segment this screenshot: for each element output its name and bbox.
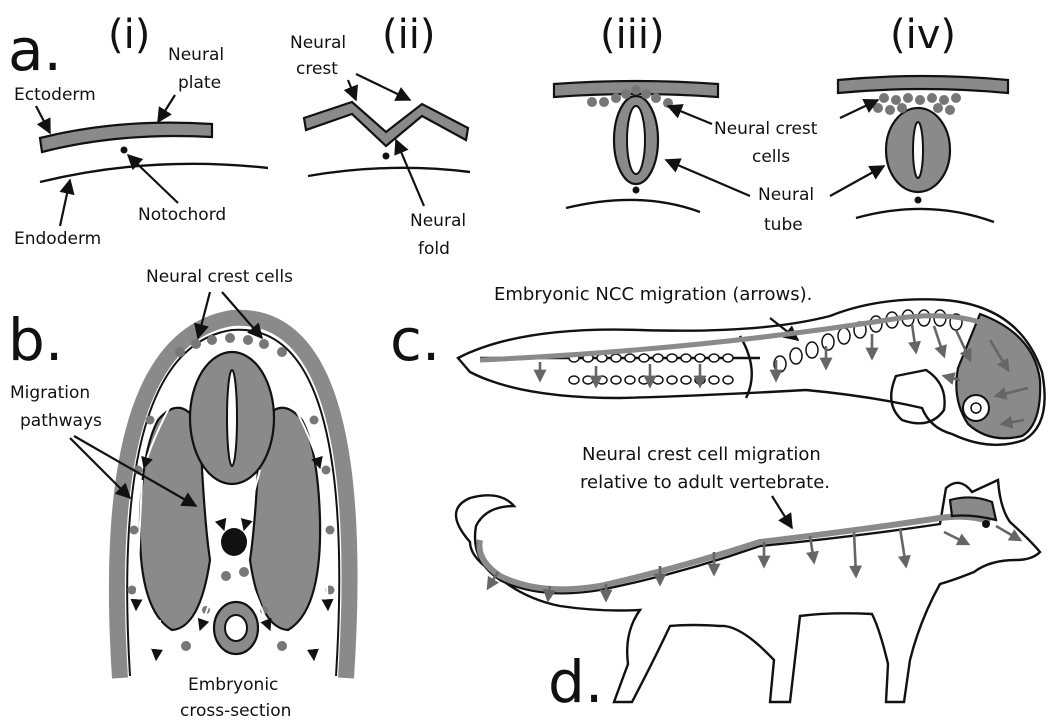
fox-eye [982, 520, 990, 528]
endoderm-label: Endoderm [14, 229, 101, 249]
neural-crest-arrow-left [348, 80, 356, 100]
neural-plate-label-1: Neural [168, 45, 224, 65]
notochord-arrow [128, 155, 178, 203]
neural-tube-label-2: tube [764, 215, 803, 235]
ectoderm-arrow [36, 106, 50, 133]
stage-iv: (iv) [838, 12, 1008, 222]
neural-fold-shape [304, 102, 468, 146]
embryo-segment-line [740, 336, 752, 398]
neural-tube-arrow-left [666, 160, 750, 196]
stage-ii: (ii) Neural crest Neural fold [290, 12, 470, 259]
ectoderm-label: Ectoderm [14, 85, 96, 105]
notochord-label: Notochord [138, 205, 226, 225]
fox-head-gray [950, 497, 996, 520]
b-neural-crest-cells-label: Neural crest cells [146, 267, 293, 287]
migration-pathways-label-2: pathways [20, 411, 102, 431]
embryo-heart [891, 370, 944, 423]
migration-arrow-10 [310, 620, 314, 660]
neural-tube-lumen-b [227, 370, 237, 466]
notochord-dot-iv [915, 197, 922, 204]
notochord-dot [121, 147, 128, 154]
stage-iii: (iii) [554, 12, 718, 212]
panel-a-letter: a. [8, 16, 62, 84]
neural-crest-cells-arrow-left [668, 106, 712, 124]
neural-crest-cells-label-2: cells [752, 147, 790, 167]
panel-c: c. Embryonic NCC migration (arrows). [390, 284, 1045, 445]
neural-crest-label-2: crest [296, 59, 338, 79]
panel-d: d. Neural crest cell migration relative … [456, 444, 1040, 716]
embryonic-cross-section-label-2: cross-section [180, 701, 291, 721]
endoderm-line-ii [308, 168, 470, 176]
neural-crest-arrow-right [356, 74, 410, 100]
stage-iv-label: (iv) [890, 12, 956, 58]
neural-crest-cells-arrow-right [840, 100, 878, 118]
neural-plate-label-2: plate [178, 73, 221, 93]
panel-c-caption: Embryonic NCC migration (arrows). [494, 284, 812, 305]
migration-pathways-label-1: Migration [10, 383, 90, 403]
migration-arrow-4 [322, 480, 328, 610]
migration-arrow-9 [156, 620, 160, 660]
notochord-b [221, 528, 247, 556]
neural-fold-label-2: fold [418, 239, 450, 259]
panel-d-caption-arrow [772, 496, 792, 528]
panel-d-caption-2: relative to adult vertebrate. [580, 472, 830, 493]
ectoderm-iv [838, 76, 1008, 93]
gut-lumen-b [225, 615, 247, 641]
notochord-dot-iii [633, 187, 640, 194]
neural-crest-label-1: Neural [290, 33, 346, 53]
panel-b: b. [8, 267, 350, 721]
neural-fold-label-1: Neural [410, 211, 466, 231]
neural-tube-lumen-iii [627, 106, 645, 174]
stage-iii-label: (iii) [600, 12, 665, 58]
stage-i-label: (i) [108, 12, 150, 58]
panel-d-caption-1: Neural crest cell migration [582, 444, 821, 465]
neural-fold-arrow [396, 140, 424, 206]
neural-plate-arrow [158, 95, 175, 122]
endoderm-line-iv [856, 209, 994, 222]
stage-ii-label: (ii) [382, 12, 435, 58]
neural-crest-cells-label-1: Neural crest [714, 119, 818, 139]
panel-c-letter: c. [390, 306, 440, 374]
neural-tube-lumen-iv [913, 122, 923, 178]
panel-d-letter: d. [548, 648, 603, 716]
embryonic-cross-section-label-1: Embryonic [188, 675, 278, 695]
somites-row [569, 310, 962, 384]
panel-a: a. (i) Neural plate Ectoderm Notochord E… [8, 12, 1008, 259]
panel-b-letter: b. [8, 306, 63, 374]
endoderm-arrow [60, 180, 70, 226]
neural-tube-label-1: Neural [758, 185, 814, 205]
endoderm-line-iii [566, 200, 700, 212]
embryo-eye-inner [971, 403, 981, 413]
neural-tube-arrow-right [830, 166, 884, 196]
notochord-dot-ii [383, 153, 390, 160]
embryo-migration-arrows [540, 324, 1028, 424]
